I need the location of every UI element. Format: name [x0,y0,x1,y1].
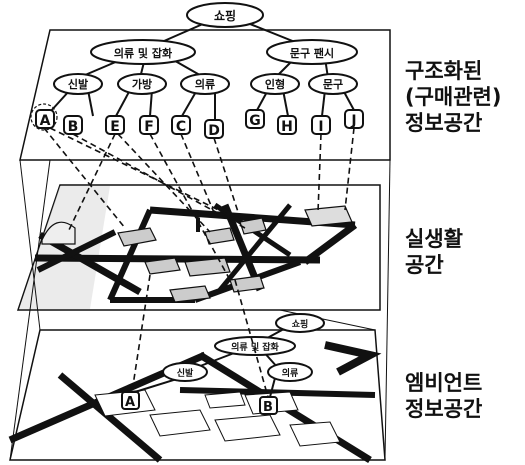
subcategory-node-clothes [180,73,230,95]
middle-layer-label-line-1: 실생활 [405,227,463,251]
building-icon-2 [144,257,181,275]
top-layer-label-line-2: (구매관련) [405,85,502,109]
bottom-item-letter-a: A [125,395,135,410]
top-layer-label: 구조화된 (구매관련) 정보공간 [405,58,501,136]
item-letter-a: A [40,113,51,129]
subcategory-node-bag [117,73,167,95]
item-letter-c: C [176,119,186,135]
item-letter-i: I [318,119,323,135]
category-node-clothing [90,39,196,65]
bottom-layer-label-line-2: 정보공간 [405,397,483,421]
bottom-subcategory-node-clothes-label: 의류 [282,367,299,379]
bottom-item-box-a [121,391,140,410]
bottom-category-node-clothing [214,336,296,356]
building-icon-4 [169,285,211,303]
item-box-f [139,115,159,135]
middle-layer [16,184,381,311]
root-node-shopping-label: 쇼핑 [214,8,236,23]
category-node-clothing-label: 의류 및 잡화 [114,46,172,60]
bottom-category-node-clothing-label: 의류 및 잡화 [231,341,279,353]
dashed-connectors [43,127,355,398]
bottom-item-letter-b: B [263,400,273,415]
top-layer-label-line-3: 정보공간 [405,111,483,135]
bottom-root-node-shopping [275,313,325,333]
item-a-highlight-circle [30,103,58,131]
middle-layer-label: 실생활 공간 [405,226,463,278]
top-layer-label-line-1: 구조화된 [405,59,483,83]
item-letter-d: D [208,123,220,139]
top-layer: 쇼핑 의류 및 잡화 문구 팬시 신발 가방 의류 인형 문구 [19,2,391,161]
item-letter-e: E [110,119,120,135]
building-icon-5 [229,275,265,293]
subcategory-node-clothes-label: 의류 [195,77,215,91]
category-node-stationery-label: 문구 팬시 [290,46,334,60]
bottom-layer: 쇼핑 의류 및 잡화 신발 의류 A B [8,159,391,463]
item-box-g [245,109,265,129]
top-item-letters: A B E F C D G H I J [40,113,357,139]
subcategory-node-stationery-label: 문구 [323,78,343,91]
root-node-shopping [186,2,264,28]
item-letter-h: H [281,119,293,135]
bottom-item-box-b [259,396,278,415]
bottom-layer-label-line-1: 엠비언트 [405,371,483,395]
bottom-subcategory-node-clothes [267,362,313,382]
bottom-root-node-shopping-label: 쇼핑 [292,318,309,330]
item-box-h [277,115,297,135]
subcategory-node-doll [250,73,300,95]
item-letter-b: B [68,119,79,135]
middle-layer-label-line-2: 공간 [405,253,444,277]
bottom-subcategory-node-shoes-label: 신발 [177,367,194,379]
subcategory-node-doll-label: 인형 [265,77,285,91]
category-node-stationery [266,39,358,65]
building-icon-3 [184,257,231,277]
building-icon-1 [117,227,157,247]
building-icon-7 [239,217,267,235]
subcategory-node-bag-label: 가방 [132,77,152,91]
bottom-layer-label: 엠비언트 정보공간 [405,370,482,422]
middle-plane [16,184,381,311]
top-item-boxes [35,109,364,139]
subcategory-node-shoes [53,73,103,95]
subcategory-node-stationery [308,73,358,95]
city-buildings [41,205,353,303]
bottom-subcategory-node-shoes [162,362,208,382]
subcategory-node-shoes-label: 신발 [68,77,88,91]
item-letter-g: G [249,113,261,129]
building-icon-6 [304,205,353,227]
item-letter-j: J [350,113,356,129]
item-letter-f: F [144,119,154,135]
dome-building-icon [41,221,76,245]
